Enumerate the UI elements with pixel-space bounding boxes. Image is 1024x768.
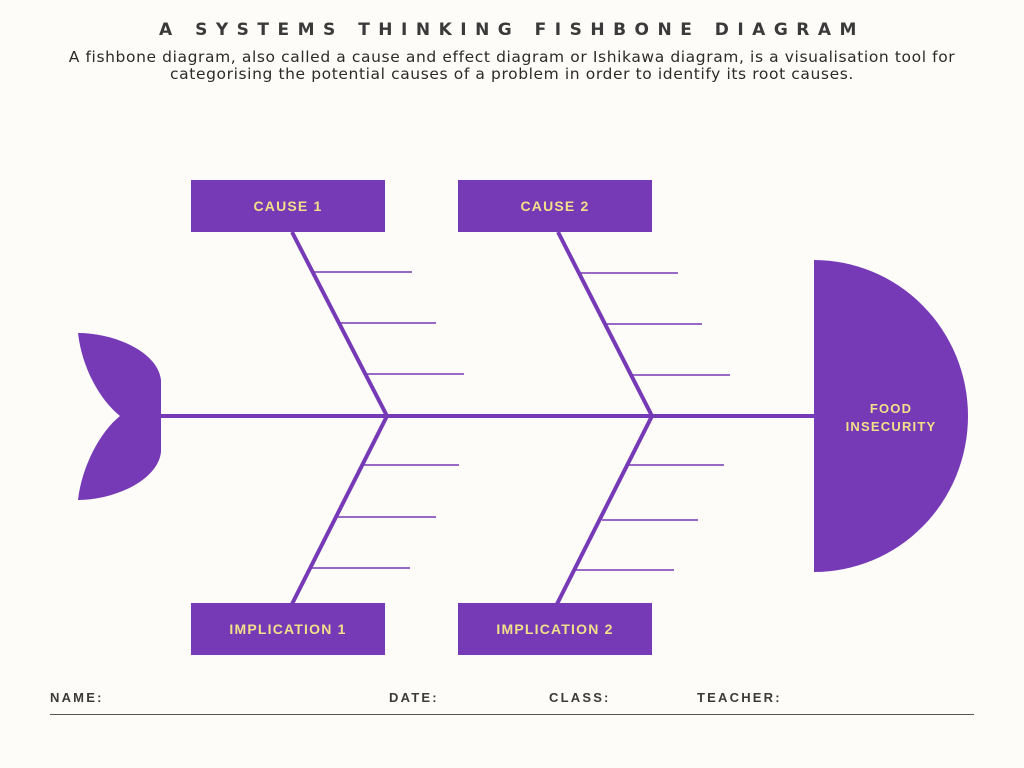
cause-1-box [191,180,385,232]
implication-1-label: IMPLICATION 1 [229,621,346,637]
fish-head-shape [814,260,968,572]
page-title: A SYSTEMS THINKING FISHBONE DIAGRAM [159,20,865,40]
problem-label-line-1: FOOD [870,401,912,416]
cause-1-label: CAUSE 1 [253,198,322,214]
implication-2-box [458,603,652,655]
fish-tail-shape [78,333,161,500]
bone-cause-1 [290,231,389,417]
footer-underline [50,714,974,715]
teacher-label: TEACHER: [697,690,782,705]
cause-2-label: CAUSE 2 [520,198,589,214]
class-label: CLASS: [549,690,611,705]
page-subtitle: A fishbone diagram, also called a cause … [68,48,956,83]
bone-cause-2 [556,231,654,417]
implication-1-box [191,603,385,655]
cause-2-box [458,180,652,232]
bone-implication-1 [290,415,389,605]
bone-implication-2 [555,415,654,605]
name-label: NAME: [50,690,104,705]
problem-label-line-2: INSECURITY [846,419,937,434]
implication-2-label: IMPLICATION 2 [496,621,613,637]
date-label: DATE: [389,690,439,705]
